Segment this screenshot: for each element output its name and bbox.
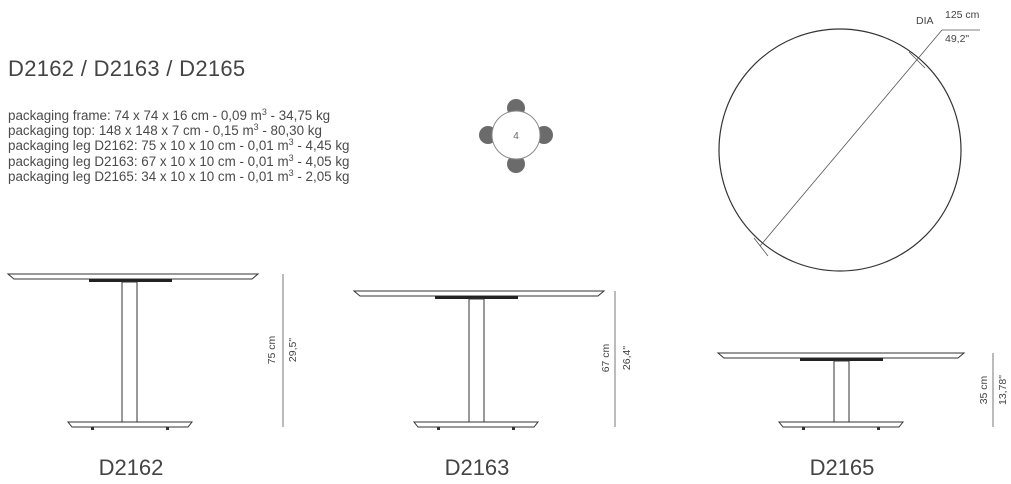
table-column [468,298,485,423]
chair-icon [507,155,525,173]
tabletop-underframe [435,296,518,299]
diameter-inches: 49,2" [945,33,969,45]
model-label-d2165: D2165 [809,455,875,480]
packaging-line: packaging frame: 74 x 74 x 16 cm - 0,09 … [8,107,331,124]
base-foot [437,427,440,430]
table-top-icon [491,110,541,160]
side-view-d2165: 35 cm 13,78" [716,352,1009,430]
diameter-tick [753,237,769,257]
model-label-d2163: D2163 [444,455,510,480]
diameter-line [759,29,943,247]
base-foot [91,427,94,430]
table-base [777,421,905,428]
table-column [833,360,850,423]
packaging-line: packaging leg D2163: 67 x 10 x 10 cm - 0… [8,152,350,169]
diameter-label: DIA [916,15,934,27]
base-foot [166,427,169,430]
packaging-specs: packaging frame: 74 x 74 x 16 cm - 0,09 … [8,108,349,184]
height-cm: 35 cm [978,375,990,404]
page-title: D2162 / D2163 / D2165 [8,56,246,81]
side-view-d2163: 67 cm 26,4" [352,290,633,430]
height-inches: 29,5" [287,338,299,362]
top-view: DIA 125 cm 49,2" [718,9,980,272]
height-inches: 13,78" [997,375,1009,405]
height-inches: 26,4" [621,346,633,370]
table-column [121,281,138,423]
diameter-cm: 125 cm [945,9,980,21]
tabletop-edge [716,352,966,359]
tabletop-underframe [800,358,883,361]
base-foot [512,427,515,430]
model-label-d2162: D2162 [98,455,164,480]
base-foot [802,427,805,430]
height-cm: 67 cm [600,343,612,372]
height-cm: 75 cm [266,335,278,364]
table-base [412,421,540,428]
packaging-line: packaging leg D2165: 34 x 10 x 10 cm - 0… [8,167,350,184]
seat-count: 4 [513,131,519,142]
side-view-d2162: 75 cm 29,5" [6,273,299,430]
table-base [66,421,194,428]
packaging-line: packaging top: 148 x 148 x 7 cm - 0,15 m… [8,122,322,139]
tabletop-edge [352,290,606,297]
diameter-tick [908,51,926,69]
tabletop-underframe [89,279,172,282]
base-foot [877,427,880,430]
tabletop-outline [718,28,962,272]
packaging-line: packaging leg D2162: 75 x 10 x 10 cm - 0… [8,137,350,154]
tabletop-edge [6,273,260,280]
seating-diagram: 4 [479,99,553,173]
